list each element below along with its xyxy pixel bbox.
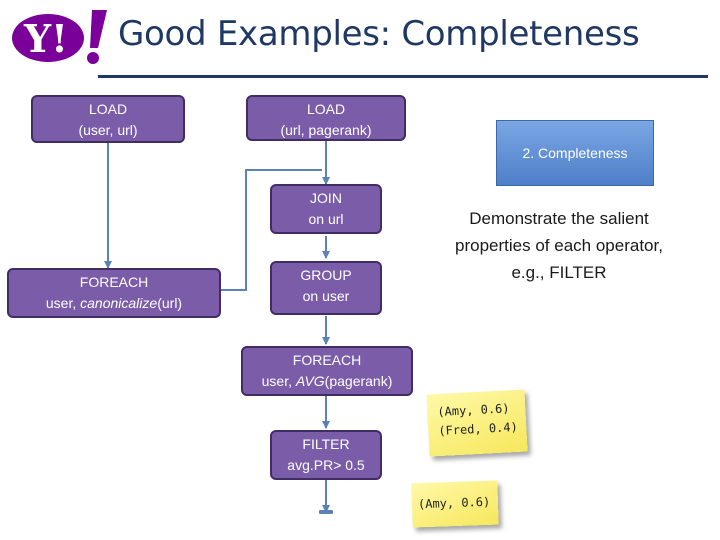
args-prefix: user, (45, 295, 81, 311)
op-args: (user, url) (78, 122, 138, 138)
sticky-note-input: (Amy, 0.6) (Fred, 0.4) (426, 389, 528, 457)
tuple: (Amy, 0.6) (417, 494, 491, 512)
args-prefix: user, (261, 373, 296, 389)
op-name: FOREACH (292, 352, 362, 368)
op-name: LOAD (88, 101, 128, 117)
filter-box: FILTER avg.PR> 0.5 (270, 430, 382, 480)
op-args: user, canonicalize(url) (9, 293, 219, 314)
sticky-note-output: (Amy, 0.6) (411, 480, 499, 528)
pig-icon (319, 510, 333, 514)
load-user-url-box: LOAD (user, url) (31, 95, 185, 143)
op-args: on user (302, 288, 350, 304)
args-suffix: (pagerank) (324, 373, 393, 389)
tuple: (Fred, 0.4) (438, 419, 519, 439)
op-name: LOAD (306, 101, 346, 117)
wire-foreach1-join (220, 169, 322, 291)
logo-mark: Y! (23, 16, 68, 61)
op-name: GROUP (300, 267, 352, 283)
op-name: JOIN (310, 190, 342, 206)
load-url-pagerank-box: LOAD (url, pagerank) (246, 95, 406, 141)
join-box: JOIN on url (270, 184, 382, 234)
note-line: properties of each operator, (455, 236, 663, 255)
args-suffix: (url) (157, 295, 183, 311)
args-func: canonicalize (80, 295, 158, 311)
op-name: FILTER (302, 436, 350, 452)
completeness-callout: 2. Completeness (496, 120, 654, 186)
foreach-avg-box: FOREACH user, AVG(pagerank) (241, 346, 413, 396)
op-args: avg.PR> 0.5 (287, 457, 365, 473)
note-line: Demonstrate the salient (469, 209, 649, 228)
op-args: on url (308, 211, 344, 227)
title-rule (98, 75, 708, 78)
yahoo-logo: Y! (12, 10, 107, 64)
op-args: user, AVG(pagerank) (243, 371, 411, 392)
args-func: AVG (295, 373, 325, 389)
op-args: (url, pagerank) (280, 122, 372, 138)
slide-title: Good Examples: Completeness (118, 14, 640, 54)
op-name: FOREACH (79, 274, 149, 290)
foreach-canonicalize-box: FOREACH user, canonicalize(url) (7, 268, 221, 318)
note-line: e.g., FILTER (511, 263, 607, 282)
group-box: GROUP on user (270, 261, 382, 315)
operator-note: Demonstrate the salient properties of ea… (418, 205, 700, 286)
